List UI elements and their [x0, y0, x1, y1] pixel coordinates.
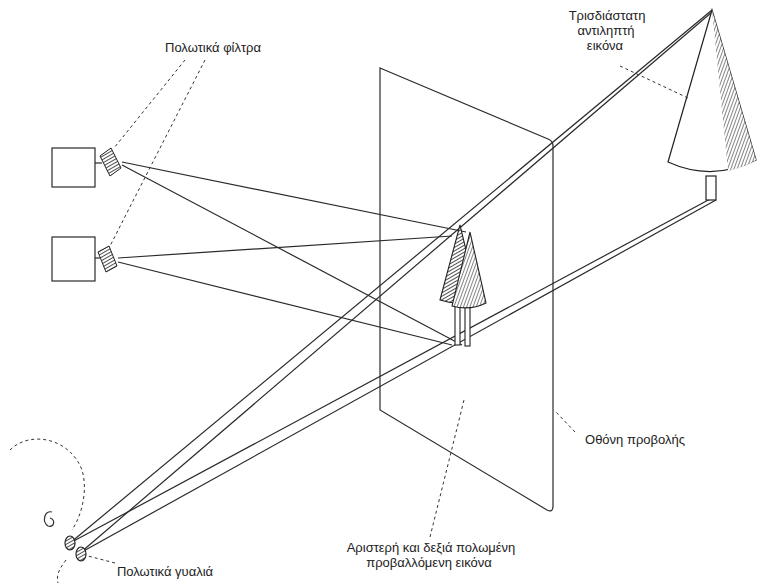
sight-line: [80, 12, 712, 553]
sight-line: [70, 198, 712, 543]
head-outline: [10, 439, 84, 530]
glasses-lens: [65, 536, 75, 550]
part-label: Πολωτικά φίλτρα: [163, 40, 263, 55]
leader-line: [88, 556, 115, 563]
leader-line: [114, 60, 185, 148]
leader-line: [110, 60, 205, 246]
leader-line: [556, 412, 575, 432]
sight-line: [80, 200, 716, 553]
part-label: Αριστερή και δεξιά πολωμένη προβαλλόμενη…: [345, 540, 516, 570]
cone-stem: [706, 176, 716, 200]
light-ray: [122, 162, 466, 232]
perceived-cone: [668, 10, 756, 172]
part-label: Οθόνη προβολής: [583, 432, 687, 447]
light-ray: [118, 236, 452, 258]
glasses-lens: [76, 547, 86, 561]
part-label-box: Πολωτικά φίλτρα: [148, 40, 278, 55]
part-label-box: Πολωτικά γυαλιά: [100, 564, 230, 579]
part-label: Τρισδιάστατη αντιληπτή εικόνα: [567, 8, 646, 53]
head-outline: [57, 560, 66, 583]
leader-line: [430, 400, 464, 537]
part-label: Πολωτικά γυαλιά: [115, 564, 215, 579]
part-label-box: Τρισδιάστατη αντιληπτή εικόνα: [560, 8, 652, 53]
light-ray: [122, 165, 462, 345]
projected-image: [452, 232, 486, 308]
sight-line: [70, 10, 712, 543]
part-label-box: Αριστερή και δεξιά πολωμένη προβαλλόμενη…: [330, 540, 530, 570]
light-ray: [118, 262, 452, 345]
image-stem: [465, 304, 470, 346]
part-label-box: Οθόνη προβολής: [575, 432, 695, 447]
projector-lens: [95, 162, 102, 163]
projection-screen: [380, 68, 553, 511]
polarizing-filter: [100, 148, 121, 176]
projector-lens: [95, 257, 100, 258]
ear: [45, 512, 54, 527]
cone-shading: [712, 10, 756, 171]
projector: [52, 148, 95, 187]
polarizing-filter: [98, 246, 117, 272]
leader-line: [620, 66, 688, 98]
projector: [52, 237, 95, 281]
